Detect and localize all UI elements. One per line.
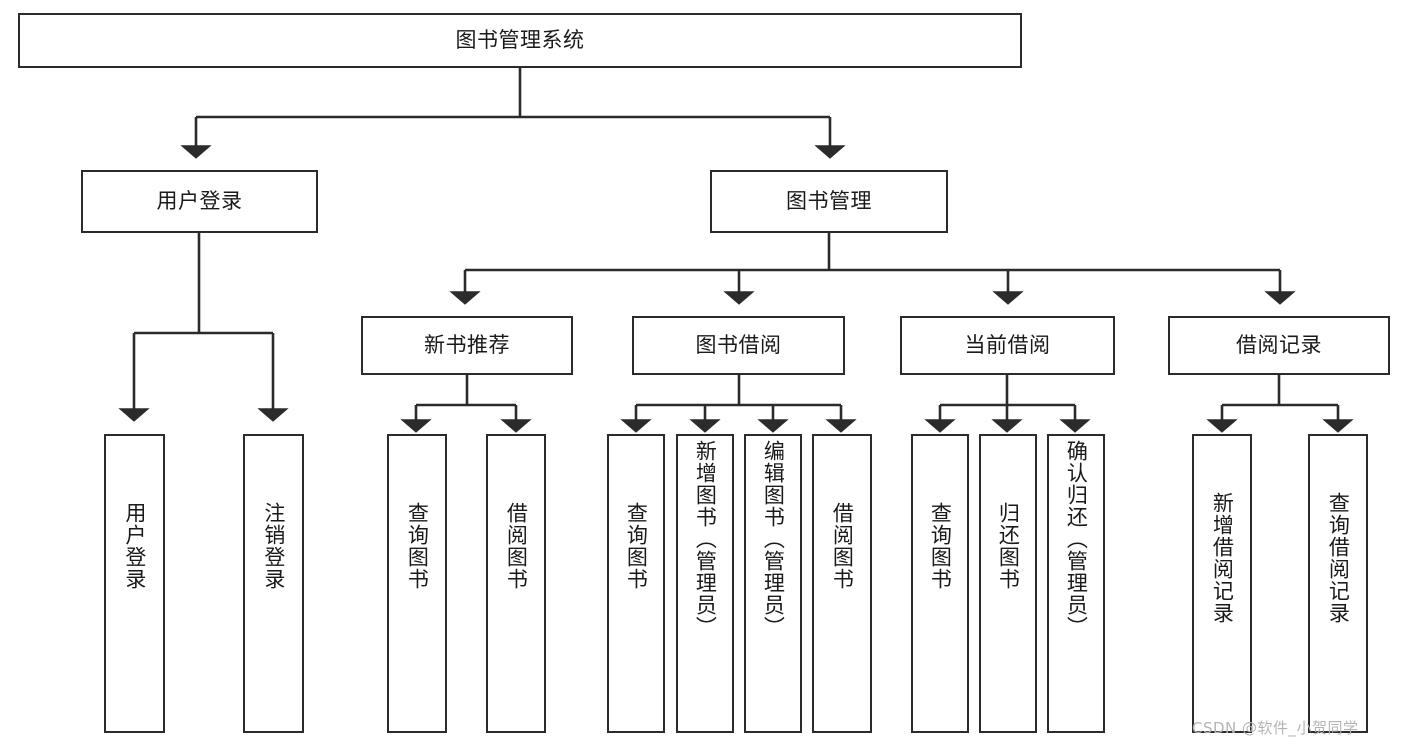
node-label: 编辑图书（管理员） — [761, 440, 786, 638]
node-label: 图书借阅 — [695, 332, 782, 357]
csdn-watermark: CSDN @软件_小贺同学 — [1192, 719, 1359, 737]
leaf-logout[interactable]: 注销登录 — [243, 434, 304, 733]
node-label: 图书管理系统 — [455, 27, 585, 52]
node-new-book-recommendation[interactable]: 新书推荐 — [361, 316, 573, 375]
node-label: 归还图书 — [996, 502, 1021, 590]
node-label: 新增借阅记录 — [1210, 492, 1235, 624]
leaf-return-book[interactable]: 归还图书 — [979, 434, 1037, 733]
leaf-query-book-borrowing[interactable]: 查询图书 — [607, 434, 665, 733]
node-label: 新书推荐 — [424, 332, 510, 357]
node-book-borrowing[interactable]: 图书借阅 — [632, 316, 845, 375]
node-book-management[interactable]: 图书管理 — [710, 170, 948, 233]
node-label: 确认归还（管理员） — [1064, 440, 1089, 638]
leaf-add-book-admin[interactable]: 新增图书（管理员） — [676, 434, 734, 733]
node-label: 借阅记录 — [1236, 332, 1322, 357]
leaf-query-book-current[interactable]: 查询图书 — [911, 434, 969, 733]
leaf-borrow-book[interactable]: 借阅图书 — [812, 434, 872, 733]
node-current-borrowing[interactable]: 当前借阅 — [900, 316, 1115, 375]
node-label: 借阅图书 — [504, 502, 529, 590]
node-borrowing-records[interactable]: 借阅记录 — [1168, 316, 1390, 375]
node-label: 借阅图书 — [830, 502, 855, 590]
leaf-edit-book-admin[interactable]: 编辑图书（管理员） — [744, 434, 802, 733]
node-label: 查询图书 — [405, 502, 430, 590]
node-label: 新增图书（管理员） — [693, 440, 718, 638]
node-user-login[interactable]: 用户登录 — [81, 170, 318, 233]
node-label: 用户登录 — [122, 502, 147, 590]
node-root-book-management-system[interactable]: 图书管理系统 — [18, 13, 1022, 68]
node-label: 查询图书 — [928, 502, 953, 590]
node-label: 查询借阅记录 — [1326, 492, 1351, 624]
node-label: 注销登录 — [261, 502, 286, 590]
leaf-borrow-book-recommendation[interactable]: 借阅图书 — [486, 434, 546, 733]
node-label: 当前借阅 — [964, 332, 1051, 357]
node-label: 查询图书 — [624, 502, 649, 590]
leaf-user-login[interactable]: 用户登录 — [104, 434, 165, 733]
leaf-add-borrowing-record[interactable]: 新增借阅记录 — [1192, 434, 1252, 733]
leaf-query-borrowing-record[interactable]: 查询借阅记录 — [1308, 434, 1368, 733]
node-label: 图书管理 — [786, 188, 872, 213]
leaf-confirm-return-admin[interactable]: 确认归还（管理员） — [1047, 434, 1105, 733]
node-label: 用户登录 — [156, 188, 243, 213]
leaf-query-book-recommendation[interactable]: 查询图书 — [387, 434, 447, 733]
